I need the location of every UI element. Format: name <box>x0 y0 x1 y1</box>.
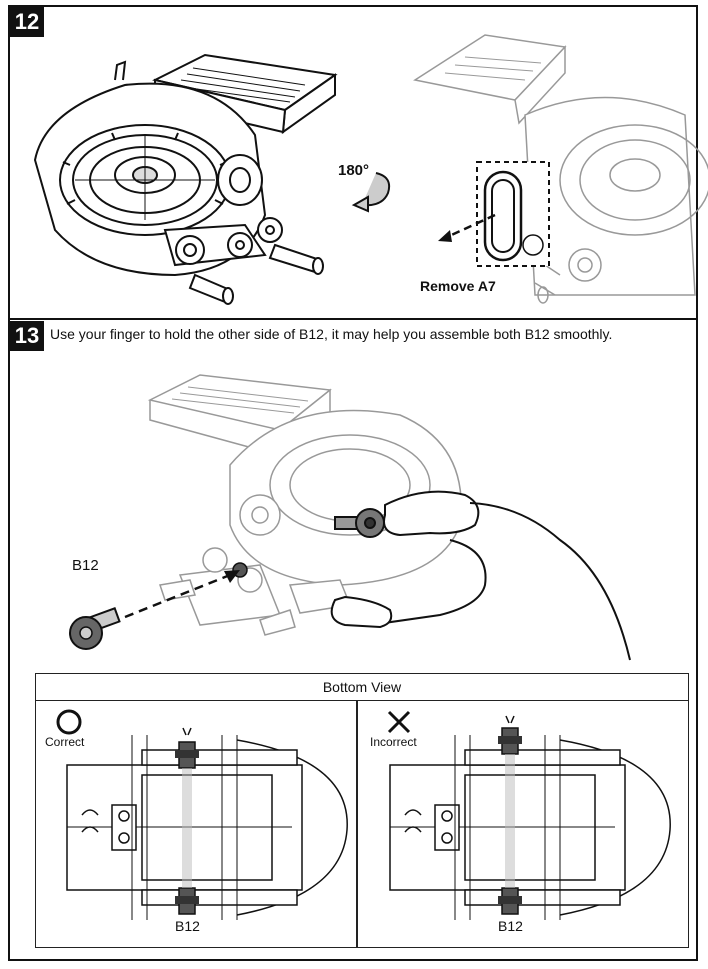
step-13-instruction: Use your finger to hold the other side o… <box>50 326 613 342</box>
bottom-view-panel <box>35 673 689 948</box>
incorrect-bottom-view-diagram <box>389 715 671 920</box>
step-12-badge: 12 <box>10 7 44 37</box>
b12-part-label: B12 <box>72 557 99 574</box>
a7-highlight-box <box>476 161 550 267</box>
b12-part-icon <box>69 607 121 650</box>
rotate-label: 180° <box>338 162 370 179</box>
bottom-view-title: Bottom View <box>35 673 689 701</box>
correct-circle-icon <box>56 709 82 735</box>
remove-a7-label: Remove A7 <box>420 278 496 294</box>
remove-arrow-icon <box>438 213 496 242</box>
step-13-badge: 13 <box>10 321 44 351</box>
incorrect-label: Incorrect <box>370 735 417 749</box>
incorrect-x-icon <box>387 710 411 734</box>
insert-arrow-icon <box>124 570 240 619</box>
rotate-arrow-icon <box>351 172 391 213</box>
step-12-robot-rotated-illustration <box>413 34 708 304</box>
step-12-robot-illustration <box>33 53 338 305</box>
incorrect-b12-label: B12 <box>498 918 523 934</box>
correct-b12-label: B12 <box>175 918 200 934</box>
step-13-robot-illustration <box>147 374 631 661</box>
correct-bottom-view-diagram <box>66 727 348 920</box>
correct-label: Correct <box>45 735 85 749</box>
bottom-view-divider <box>356 700 358 948</box>
page-frame <box>8 5 698 961</box>
step-divider <box>8 318 698 320</box>
